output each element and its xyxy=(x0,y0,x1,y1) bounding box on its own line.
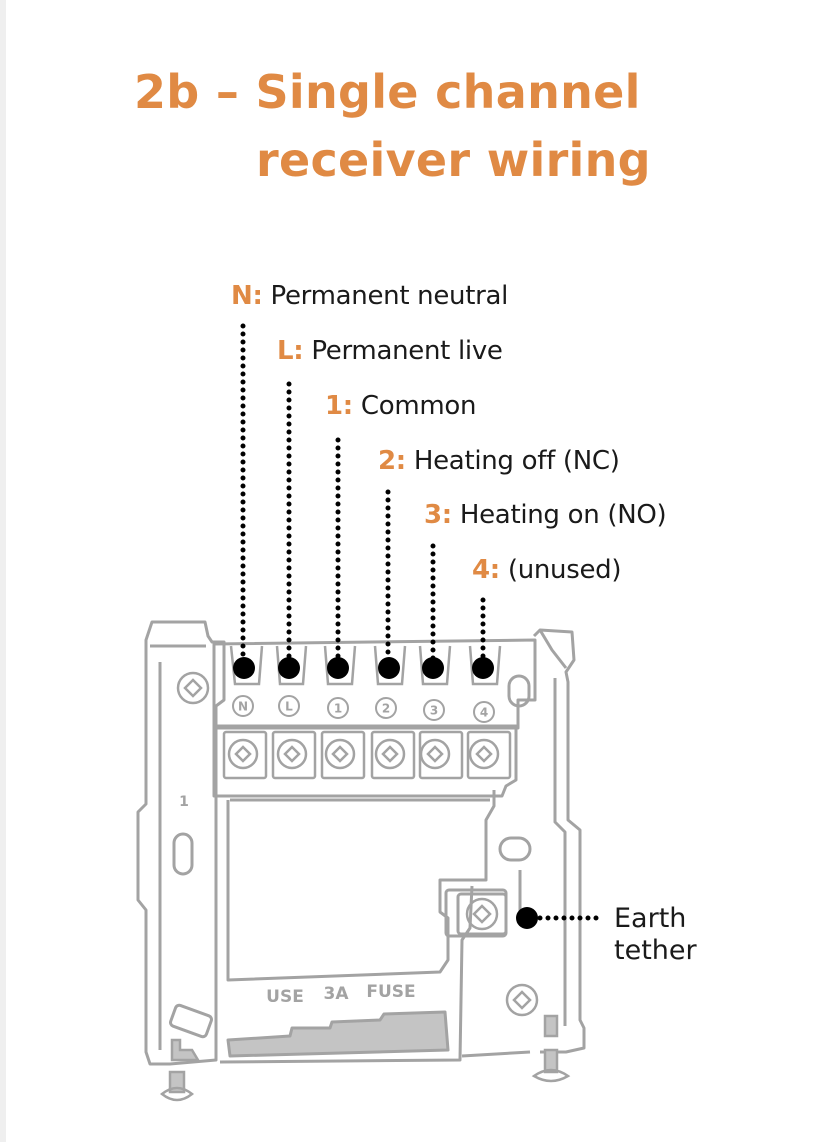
svg-text:N: N xyxy=(238,700,248,714)
fuse-window xyxy=(226,790,496,982)
connection-dots xyxy=(233,657,538,929)
marking-4: 4 xyxy=(473,701,495,723)
frame-left xyxy=(136,620,226,1066)
dot-2 xyxy=(378,657,400,679)
terminal-screw-2 xyxy=(370,730,416,780)
terminal-screw-n xyxy=(222,730,268,780)
terminal-description: Permanent neutral xyxy=(270,281,509,311)
foot-left-cap xyxy=(159,1086,195,1102)
mounting-slot-top-right xyxy=(507,674,531,708)
dot-3 xyxy=(422,657,444,679)
svg-text:4: 4 xyxy=(480,706,488,720)
dot-1 xyxy=(327,657,349,679)
slot-n xyxy=(229,645,264,686)
foot-left-top xyxy=(170,1038,201,1062)
back-plate xyxy=(136,620,586,1066)
terminal-screw-4 xyxy=(466,730,512,780)
mounting-slot-left xyxy=(172,832,194,876)
svg-text:L: L xyxy=(285,700,293,714)
label-terminal-2: 2: Heating off (NC) xyxy=(378,446,620,476)
bottom-feet xyxy=(159,1014,571,1102)
earth-line-1: Earth xyxy=(614,903,687,934)
dot-4 xyxy=(472,657,494,679)
slot-3 xyxy=(418,645,452,686)
screw-row xyxy=(176,671,539,1017)
terminal-key: 2: xyxy=(378,446,406,476)
fuse-word-2: 3A xyxy=(324,984,350,1004)
title-line-1: 2b – Single channel xyxy=(134,65,641,119)
terminal-key: 3: xyxy=(424,500,452,530)
terminal-key: N: xyxy=(231,281,263,311)
leader-lines xyxy=(240,323,601,921)
fuse-word-1: USE xyxy=(266,987,304,1007)
mounting-slot-right xyxy=(498,836,532,862)
title-line-2: receiver wiring xyxy=(256,133,651,187)
terminal-screw-l xyxy=(271,730,317,780)
lower-right-edge xyxy=(461,1050,531,1058)
earth-screw xyxy=(465,897,499,931)
marking-3: 3 xyxy=(423,699,445,721)
terminal-markings: N L 1 2 3 4 xyxy=(232,695,495,723)
terminal-description: Heating on (NO) xyxy=(459,500,667,530)
marking-l: L xyxy=(278,695,300,717)
tab-bottom-left xyxy=(169,1003,213,1039)
dot-l xyxy=(278,657,300,679)
terminal-description: Heating off (NC) xyxy=(413,446,620,476)
dot-earth xyxy=(516,907,538,929)
screw-block xyxy=(212,724,518,798)
fuse-word-3: FUSE xyxy=(366,982,415,1002)
svg-text:2: 2 xyxy=(382,702,390,716)
foot-left-stem xyxy=(168,1070,186,1094)
fixing-screw-bottom-right xyxy=(505,983,539,1017)
label-terminal-n: N: Permanent neutral xyxy=(231,281,508,311)
earth-line-2: tether xyxy=(614,935,697,966)
marking-1: 1 xyxy=(327,697,349,719)
label-terminal-1: 1: Common xyxy=(325,391,476,421)
svg-text:1: 1 xyxy=(334,702,342,716)
fixing-screw-top-left xyxy=(176,671,210,705)
marking-n: N xyxy=(232,695,254,717)
terminal-screw-3 xyxy=(418,730,464,780)
label-terminal-4: 4: (unused) xyxy=(472,555,622,585)
terminal-screw-1 xyxy=(320,730,366,780)
label-terminal-3: 3: Heating on (NO) xyxy=(424,500,667,530)
slot-4 xyxy=(468,645,502,686)
fuse-slot xyxy=(226,1010,450,1058)
label-terminal-l: L: Permanent live xyxy=(277,336,503,366)
terminal-slots xyxy=(229,645,502,686)
marking-2: 2 xyxy=(375,697,397,719)
foot-right-stem xyxy=(543,1048,559,1074)
svg-text:3: 3 xyxy=(430,704,438,718)
frame-right-corner xyxy=(538,629,568,669)
terminal-description: Permanent live xyxy=(311,336,503,366)
terminal-key: L: xyxy=(277,336,304,366)
terminal-key: 4: xyxy=(472,555,500,585)
foot-right-cap xyxy=(531,1068,571,1083)
earth-clamp-inner xyxy=(456,892,508,936)
foot-right-top xyxy=(543,1014,559,1038)
side-number: 1 xyxy=(179,794,189,810)
section-title: 2b – Single channel receiver wiring xyxy=(134,58,651,194)
terminal-description: Common xyxy=(360,391,477,421)
frame-right xyxy=(532,628,586,1054)
slot-1 xyxy=(323,645,357,686)
frame-right-rail xyxy=(553,678,567,1026)
label-earth-tether: Earth tether xyxy=(614,903,697,967)
slot-2 xyxy=(373,645,407,686)
page-edge-strip xyxy=(0,0,6,1142)
lower-panel xyxy=(219,885,474,1064)
terminal-description: (unused) xyxy=(507,555,622,585)
terminal-key: 1: xyxy=(325,391,353,421)
dot-n xyxy=(233,657,255,679)
